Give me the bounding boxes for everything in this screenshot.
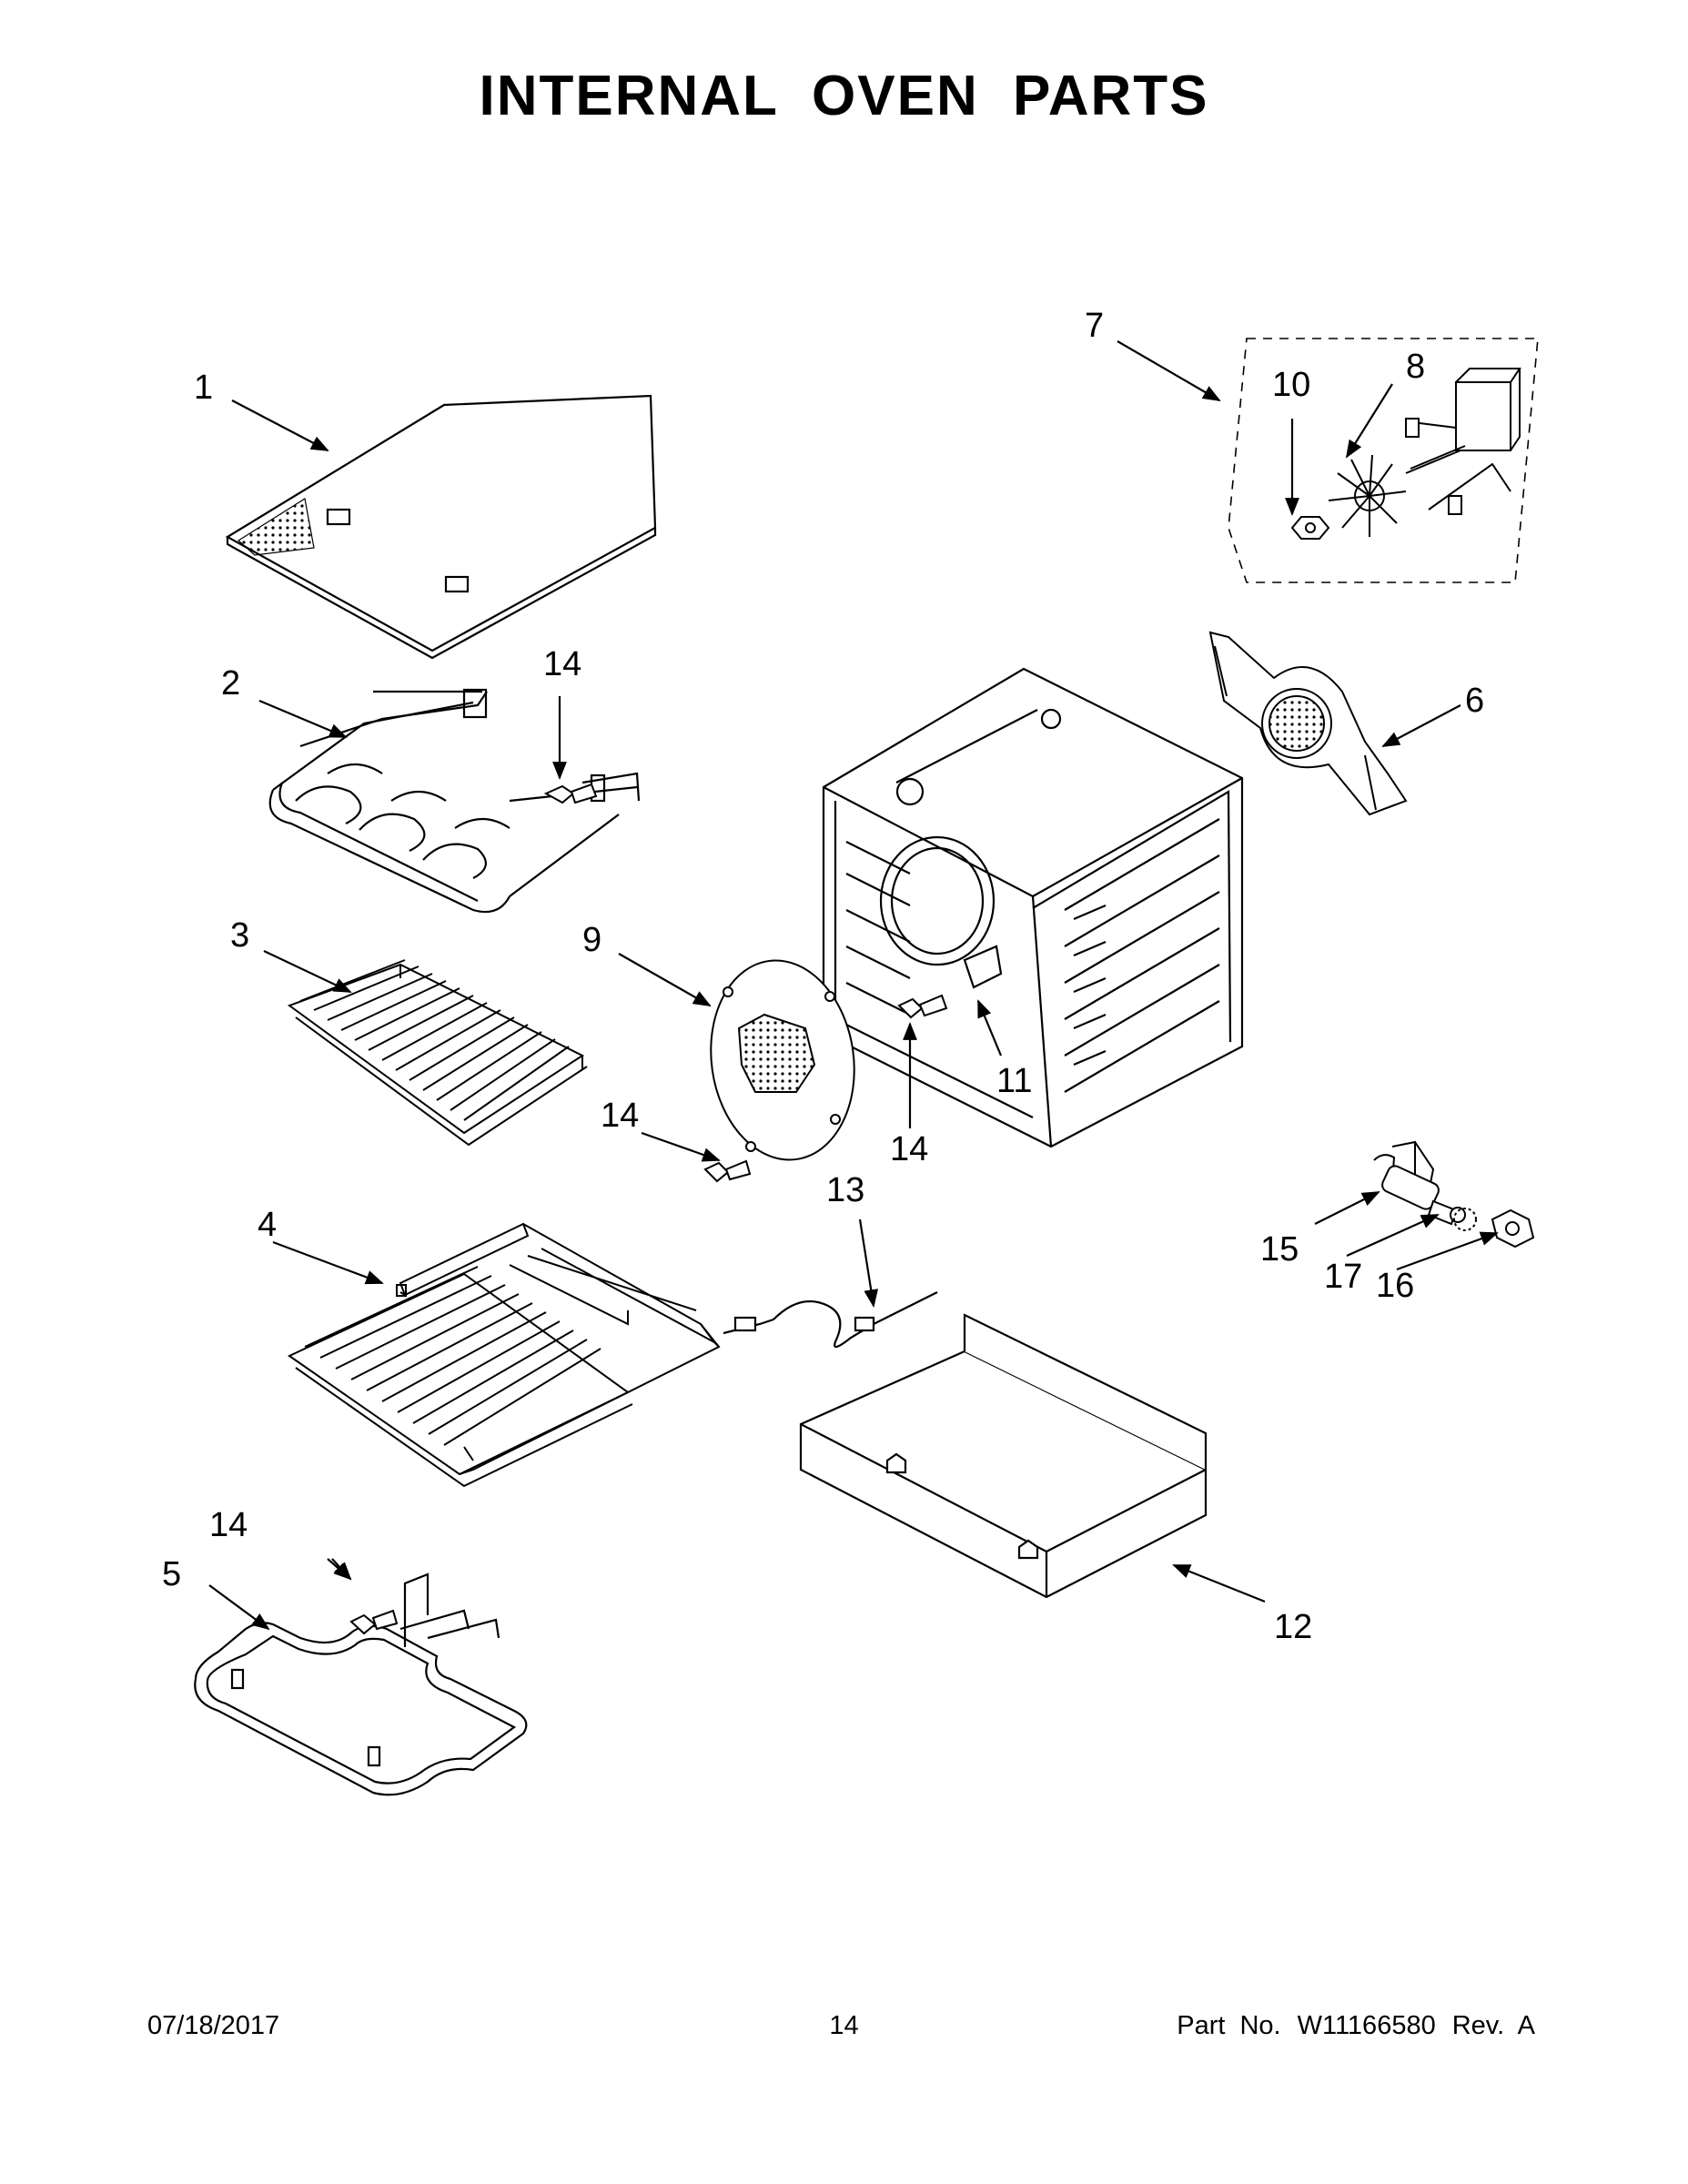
footer-part-number: Part No. W11166580 Rev. A — [1160, 2011, 1535, 2041]
part-roller-rack — [288, 1222, 721, 1488]
footer-revision: Rev. A — [1451, 2011, 1535, 2040]
callout-17: 17 — [1324, 1258, 1362, 1296]
footer-part-no-value: W11166580 — [1297, 2011, 1436, 2040]
callout-14-baffle: 14 — [601, 1097, 639, 1135]
leader-arrow-14-lower — [327, 1558, 352, 1581]
callout-1: 1 — [194, 369, 213, 407]
part-nut — [1290, 516, 1330, 540]
part-fan-blade — [1328, 454, 1407, 537]
callout-3: 3 — [230, 916, 249, 955]
footer-page-number: 14 — [829, 2011, 859, 2040]
callout-2: 2 — [221, 664, 240, 703]
callout-16: 16 — [1376, 1267, 1414, 1305]
callout-11: 11 — [996, 1062, 1032, 1100]
callout-labels: 1 2 3 4 5 6 7 8 9 10 11 12 13 14 14 14 1… — [162, 307, 1484, 1646]
part-screw-upper — [543, 783, 598, 804]
callout-5: 5 — [162, 1555, 181, 1593]
part-fan-shroud — [1208, 631, 1408, 816]
part-oven-cavity — [822, 667, 1244, 1148]
callout-6: 6 — [1465, 682, 1484, 720]
callout-13: 13 — [826, 1171, 864, 1209]
part-convection-motor-kit — [1228, 338, 1539, 583]
part-bake-element — [194, 1572, 528, 1796]
part-bottom-panel — [225, 394, 657, 660]
part-light-assembly — [1373, 1140, 1535, 1249]
part-drawer-pan — [799, 1313, 1208, 1599]
part-meat-probe — [723, 1291, 938, 1349]
callout-10: 10 — [1272, 366, 1310, 404]
callout-14-lower: 14 — [209, 1506, 248, 1544]
part-motor — [1405, 368, 1521, 515]
callout-7: 7 — [1085, 307, 1104, 345]
callout-14-cavity: 14 — [890, 1130, 928, 1168]
part-fan-baffle — [710, 959, 855, 1161]
footer-date: 07/18/2017 — [147, 2011, 280, 2040]
part-screw-baffle — [703, 1159, 752, 1183]
part-screw-cavity — [897, 994, 948, 1019]
part-screw-lower — [349, 1609, 399, 1635]
callout-8: 8 — [1406, 348, 1425, 386]
page-title: INTERNAL OVEN PARTS — [479, 65, 1209, 127]
part-broil-element — [268, 688, 641, 914]
part-oven-rack — [287, 959, 588, 1147]
callout-12: 12 — [1274, 1608, 1312, 1646]
callout-15: 15 — [1260, 1230, 1299, 1269]
leader-arrows — [208, 340, 1499, 1631]
footer-part-no-label: Part No. — [1177, 2011, 1281, 2040]
callout-14-upper: 14 — [543, 645, 581, 683]
callout-4: 4 — [258, 1206, 277, 1244]
callout-9: 9 — [582, 921, 601, 959]
